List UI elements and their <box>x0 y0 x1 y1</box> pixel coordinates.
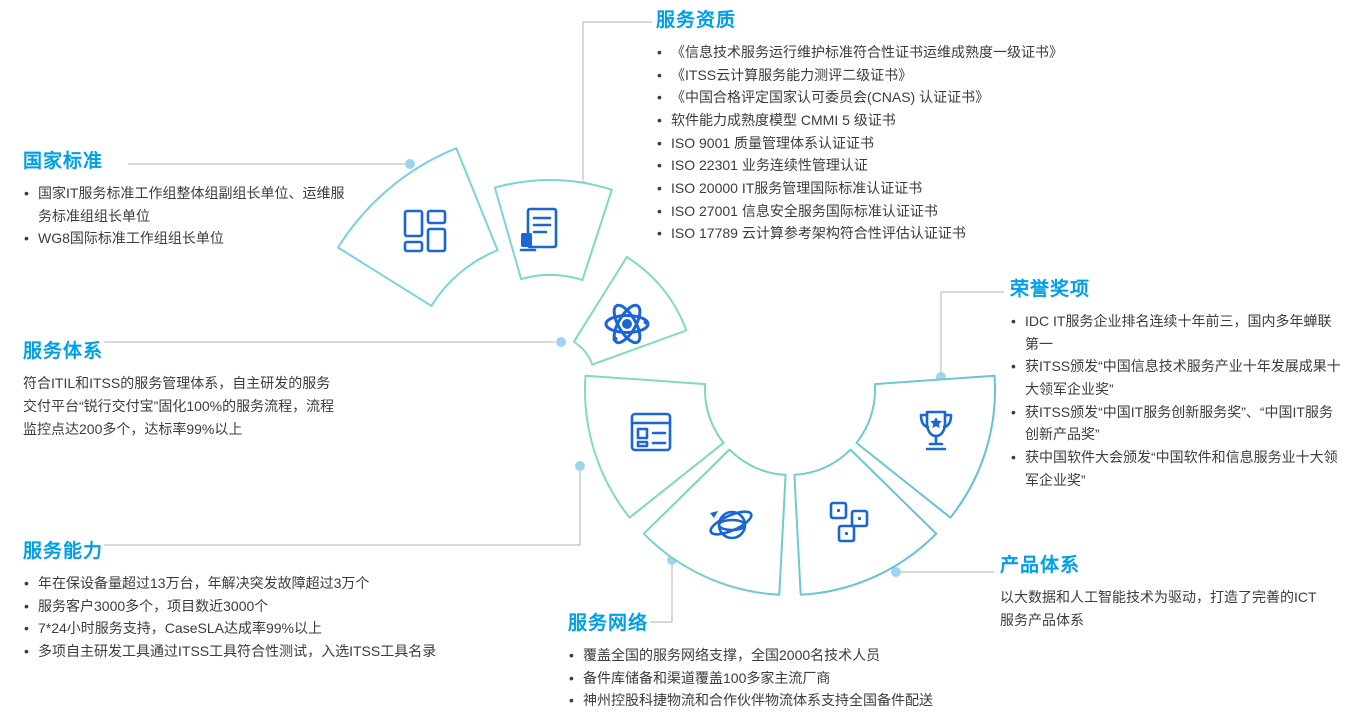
ring-segment <box>572 256 688 366</box>
list-item: 国家IT服务标准工作组整体组副组长单位、运维服务标准组组长单位 <box>23 182 345 227</box>
connector-dot <box>891 567 901 577</box>
list-item: 获ITSS颁发“中国IT服务创新服务奖”、“中国IT服务创新产品奖” <box>1010 401 1342 446</box>
products-text: 以大数据和人工智能技术为驱动，打造了完善的ICT服务产品体系 <box>1000 589 1317 629</box>
section-title-products: 产品体系 <box>1000 555 1081 576</box>
ring-segment <box>584 374 725 519</box>
section-title-service-system: 服务体系 <box>23 341 104 362</box>
connector-dot <box>405 159 415 169</box>
connector-lines <box>104 21 1004 623</box>
list-item: 备件库储备和渠道覆盖100多家主流厂商 <box>568 667 1000 690</box>
national-standards-list: 国家IT服务标准工作组整体组副组长单位、运维服务标准组组长单位 WG8国际标准工… <box>23 182 345 250</box>
list-item: ISO 9001 质量管理体系认证证书 <box>656 132 1241 155</box>
list-item: 获ITSS颁发“中国信息技术服务产业十年发展成果十大领军企业奖” <box>1010 355 1342 400</box>
cubes-icon <box>829 501 869 543</box>
connector-dot <box>556 337 566 347</box>
section-honors: 荣誉奖项 IDC IT服务企业排名连续十年前三，国内多年蝉联第一 获ITSS颁发… <box>1010 274 1342 491</box>
list-item: IDC IT服务企业排名连续十年前三，国内多年蝉联第一 <box>1010 310 1342 355</box>
list-item: 《信息技术服务运行维护标准符合性证书运维成熟度一级证书》 <box>656 41 1241 64</box>
trophy-icon <box>919 410 953 451</box>
list-item: 7*24小时服务支持，CaseSLA达成率99%以上 <box>23 617 528 640</box>
section-national-standards: 国家标准 国家IT服务标准工作组整体组副组长单位、运维服务标准组组长单位 WG8… <box>23 146 345 250</box>
ring-segment <box>337 147 499 307</box>
list-item: ISO 22301 业务连续性管理认证 <box>656 154 1241 177</box>
section-title-honors: 荣誉奖项 <box>1010 279 1091 300</box>
apps-icon <box>630 412 672 452</box>
network-list: 覆盖全国的服务网络支撑，全国2000名技术人员 备件库储备和渠道覆盖100多家主… <box>568 644 1000 712</box>
connector-line <box>940 291 1004 373</box>
list-item: 《中国合格评定国家认可委员会(CNAS) 认证证书》 <box>656 86 1241 109</box>
grid-icon <box>403 209 447 253</box>
section-title-qualifications: 服务资质 <box>656 10 737 31</box>
ring-segment <box>493 178 613 282</box>
honors-list: IDC IT服务企业排名连续十年前三，国内多年蝉联第一 获ITSS颁发“中国信息… <box>1010 310 1342 491</box>
qualifications-list: 《信息技术服务运行维护标准符合性证书运维成熟度一级证书》 《ITSS云计算服务能… <box>656 41 1241 245</box>
list-item: ISO 17789 云计算参考架构符合性评估认证证书 <box>656 222 1241 245</box>
connector-line <box>104 471 581 546</box>
section-title-network: 服务网络 <box>568 613 649 634</box>
section-qualifications: 服务资质 《信息技术服务运行维护标准符合性证书运维成熟度一级证书》 《ITSS云… <box>656 5 1241 245</box>
list-item: 获中国软件大会颁发“中国软件和信息服务业十大领军企业奖” <box>1010 446 1342 491</box>
list-item: 年在保设备量超过13万台，年解决突发故障超过3万个 <box>23 572 528 595</box>
list-item: 服务客户3000多个，项目数近3000个 <box>23 595 528 618</box>
capabilities-list: 年在保设备量超过13万台，年解决突发故障超过3万个 服务客户3000多个，项目数… <box>23 572 528 663</box>
list-item: 《ITSS云计算服务能力测评二级证书》 <box>656 64 1241 87</box>
list-item: 多项自主研发工具通过ITSS工具符合性测试，入选ITSS工具名录 <box>23 640 528 663</box>
ring-segments <box>337 147 996 596</box>
section-title-national-standards: 国家标准 <box>23 151 104 172</box>
list-item: 神州控股科捷物流和合作伙伴物流体系支持全国备件配送 <box>568 689 1000 712</box>
connector-dot <box>575 461 585 471</box>
section-network: 服务网络 覆盖全国的服务网络支撑，全国2000名技术人员 备件库储备和渠道覆盖1… <box>568 608 1000 712</box>
globe-icon <box>709 510 753 540</box>
connector-line <box>650 564 673 623</box>
section-capabilities: 服务能力 年在保设备量超过13万台，年解决突发故障超过3万个 服务客户3000多… <box>23 536 528 663</box>
atom-icon <box>604 303 650 345</box>
ring-segment <box>855 374 996 519</box>
list-item: ISO 27001 信息安全服务国际标准认证证书 <box>656 200 1241 223</box>
connector-line <box>582 21 652 180</box>
list-item: WG8国际标准工作组组长单位 <box>23 227 345 250</box>
ring-segment <box>793 448 938 596</box>
service-system-text: 符合ITIL和ITSS的服务管理体系，自主研发的服务交付平台“锐行交付宝”固化1… <box>23 375 335 438</box>
list-item: 覆盖全国的服务网络支撑，全国2000名技术人员 <box>568 644 1000 667</box>
certificate-icon <box>519 207 558 252</box>
section-service-system: 服务体系 符合ITIL和ITSS的服务管理体系，自主研发的服务交付平台“锐行交付… <box>23 336 335 441</box>
section-products: 产品体系 以大数据和人工智能技术为驱动，打造了完善的ICT服务产品体系 <box>1000 550 1330 632</box>
section-title-capabilities: 服务能力 <box>23 541 104 562</box>
ring-segment <box>642 448 787 596</box>
list-item: ISO 20000 IT服务管理国际标准认证证书 <box>656 177 1241 200</box>
list-item: 软件能力成熟度模型 CMMI 5 级证书 <box>656 109 1241 132</box>
